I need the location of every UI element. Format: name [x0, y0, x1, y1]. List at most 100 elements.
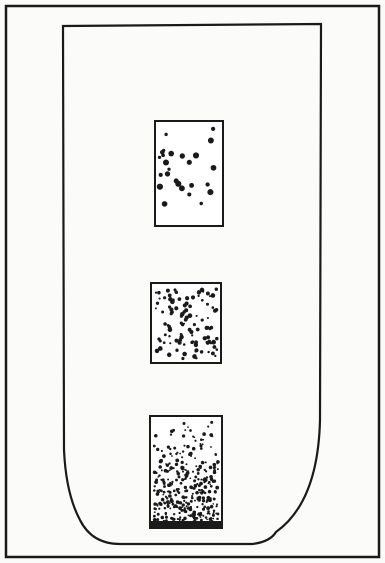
particle-dot: [184, 486, 187, 489]
particle-dot: [187, 502, 190, 505]
particle-dot: [203, 481, 205, 483]
particle-dot: [155, 472, 158, 475]
particle-dot: [210, 505, 214, 509]
particle-dot: [194, 517, 197, 520]
particle-dot: [216, 488, 218, 490]
particle-dot: [197, 472, 200, 475]
particle-dot: [179, 518, 181, 520]
particle-dot: [215, 337, 219, 341]
particle-dot: [163, 481, 166, 484]
particle-dot: [156, 490, 159, 493]
particle-dot: [203, 507, 205, 509]
particle-dot: [158, 156, 161, 159]
particle-dot: [190, 506, 192, 508]
particle-dot: [210, 485, 213, 488]
particle-dot: [207, 340, 211, 344]
particle-dot: [216, 348, 219, 351]
particle-dot: [198, 498, 200, 500]
particle-dot: [178, 512, 180, 514]
particle-dot: [210, 421, 213, 424]
sample-panel-medium: [151, 283, 221, 363]
particle-dot: [183, 500, 185, 502]
particle-dot: [156, 518, 159, 521]
particle-dot: [164, 133, 167, 136]
particle-dot: [190, 341, 194, 345]
particle-dot: [179, 516, 181, 518]
particle-dot: [202, 432, 206, 436]
particle-dot: [200, 491, 203, 494]
particle-dot: [181, 478, 184, 481]
particle-dot: [213, 498, 216, 501]
particle-dot: [172, 503, 175, 506]
particle-dot: [159, 173, 163, 177]
particle-dot: [210, 326, 214, 330]
particle-dot: [154, 434, 158, 438]
particle-dot: [155, 291, 157, 293]
particle-dot: [209, 466, 213, 470]
particle-dot: [156, 448, 159, 451]
particle-dot: [167, 353, 172, 358]
particle-dot: [206, 506, 210, 510]
particle-dot: [154, 519, 156, 521]
particle-dot: [156, 492, 160, 496]
particle-dot: [209, 475, 213, 479]
particle-dot: [200, 350, 204, 354]
particle-dot: [167, 168, 170, 171]
particle-dot: [168, 294, 172, 298]
particle-dot: [175, 349, 178, 352]
sediment-layer: [151, 521, 221, 527]
particle-dot: [189, 429, 192, 432]
particle-dot: [183, 422, 186, 425]
particle-dot: [169, 507, 171, 509]
particle-dot: [207, 351, 209, 353]
particle-dot: [211, 293, 216, 298]
particle-dot: [192, 447, 196, 451]
particle-dot: [154, 508, 157, 511]
particle-dot: [208, 138, 214, 144]
particle-dot: [169, 453, 172, 456]
particle-dot: [215, 287, 218, 290]
particle-dot: [158, 474, 160, 476]
particle-dot: [165, 516, 168, 519]
particle-dot: [184, 469, 186, 471]
particle-dot: [199, 489, 201, 491]
particle-dot: [169, 470, 171, 472]
particle-dot: [185, 296, 189, 300]
particle-dot: [155, 349, 160, 354]
particle-dot: [202, 439, 204, 441]
particle-dot: [183, 509, 186, 512]
particle-dot: [213, 471, 217, 475]
particle-dot: [189, 485, 192, 488]
particle-dot: [181, 461, 184, 464]
particle-dot: [162, 494, 164, 496]
particle-dot: [213, 479, 216, 482]
particle-dot: [189, 452, 193, 456]
particle-dot: [210, 446, 212, 448]
particle-dot: [168, 151, 174, 157]
particle-dot: [175, 459, 179, 463]
particle-dot: [161, 153, 165, 157]
particle-dot: [174, 306, 178, 310]
particle-dot: [154, 485, 156, 487]
particle-dot: [213, 466, 216, 469]
particle-dot: [192, 436, 194, 438]
particle-dot: [175, 290, 179, 294]
particle-dot: [201, 461, 205, 465]
particle-dot: [215, 453, 217, 455]
particle-dot: [171, 468, 173, 470]
particle-dot: [157, 184, 163, 190]
particle-dot: [153, 489, 156, 492]
particle-dot: [207, 426, 209, 428]
particle-dot: [216, 518, 218, 520]
particle-dot: [185, 316, 189, 320]
particle-dot: [215, 308, 219, 312]
particle-dot: [158, 508, 160, 510]
particle-dot: [162, 454, 166, 458]
particle-dot: [211, 165, 217, 171]
particle-dot: [207, 512, 209, 514]
particle-dot: [214, 490, 217, 493]
particle-dot: [175, 181, 181, 187]
particle-dot: [153, 515, 156, 518]
particle-dot: [201, 489, 203, 491]
